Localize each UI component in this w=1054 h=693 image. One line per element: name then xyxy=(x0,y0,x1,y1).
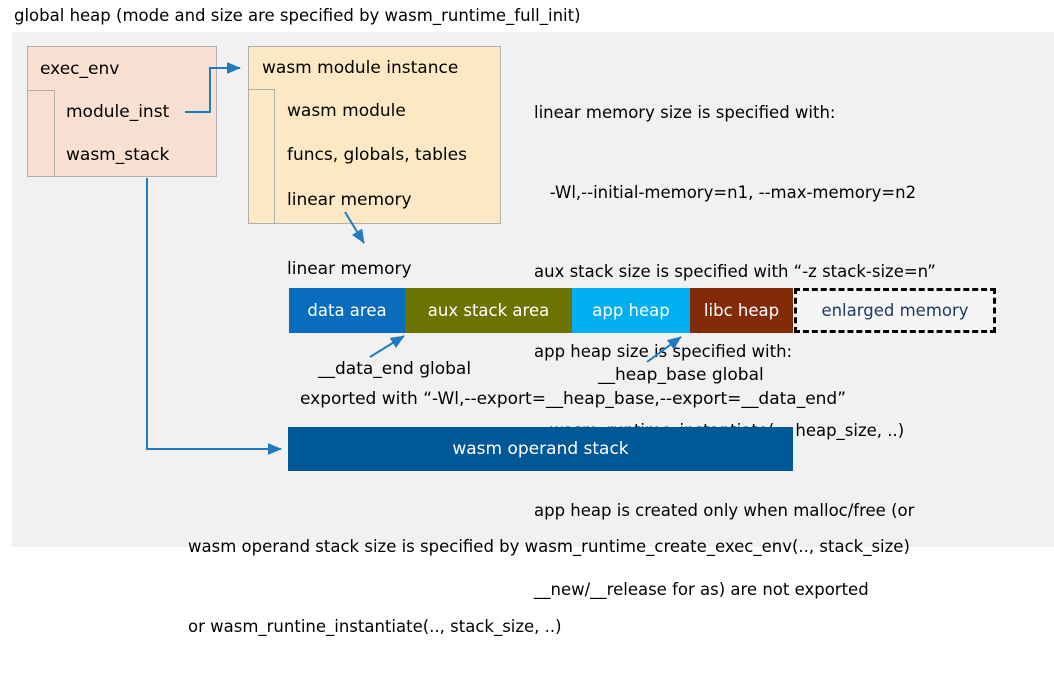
exec-env-row-wasm-stack[interactable]: wasm_stack xyxy=(54,133,217,177)
memory-segment-enlarged-memory-label: enlarged memory xyxy=(821,301,969,320)
linear-memory-caption: linear memory xyxy=(287,259,412,279)
note-line-1: linear memory size is specified with: xyxy=(534,103,836,122)
memory-segment-data-area[interactable]: data area xyxy=(289,288,405,333)
linear-memory-row-label: linear memory xyxy=(287,190,412,210)
memory-segment-libc-heap[interactable]: libc heap xyxy=(690,288,793,333)
exec-env-group: exec_env module_inst wasm_stack xyxy=(27,46,217,177)
memory-segment-data-area-label: data area xyxy=(307,301,387,320)
wasm-operand-stack-box[interactable]: wasm operand stack xyxy=(288,427,793,471)
diagram-canvas: global heap (mode and size are specified… xyxy=(12,6,1054,636)
wasm-module-instance-group: wasm module instance wasm module funcs, … xyxy=(248,46,501,224)
module-instance-row-linear-memory[interactable]: linear memory xyxy=(274,177,501,224)
memory-segment-app-heap-label: app heap xyxy=(592,301,670,320)
note-line-3: aux stack size is specified with “-z sta… xyxy=(534,262,936,281)
memory-segment-enlarged-memory[interactable]: enlarged memory xyxy=(794,288,996,333)
note-line-4: app heap size is specified with: xyxy=(534,341,793,361)
page-title: global heap (mode and size are specified… xyxy=(14,6,581,25)
module-inst-label: module_inst xyxy=(66,101,170,122)
wasm-module-label: wasm module xyxy=(287,101,406,121)
memory-segment-aux-stack-area-label: aux stack area xyxy=(427,301,550,320)
linear-memory-bar: data area aux stack area app heap libc h… xyxy=(289,288,996,333)
module-instance-label: wasm module instance xyxy=(262,58,459,78)
operand-stack-note-line-2: or wasm_runtine_instantiate(.., stack_si… xyxy=(188,616,562,636)
data-end-annotation: __data_end global xyxy=(318,359,472,379)
exported-globals-annotation: exported with “-Wl,--export=__heap_base,… xyxy=(300,389,847,409)
memory-segment-app-heap[interactable]: app heap xyxy=(572,288,690,333)
heap-base-annotation: __heap_base global xyxy=(598,365,764,385)
exec-env-row-module-inst[interactable]: module_inst xyxy=(54,90,217,134)
wasm-operand-stack-label: wasm operand stack xyxy=(452,439,629,459)
operand-stack-note-line-1: wasm operand stack size is specified by … xyxy=(188,537,910,556)
memory-segment-aux-stack-area[interactable]: aux stack area xyxy=(405,288,572,333)
operand-stack-notes: wasm operand stack size is specified by … xyxy=(188,481,910,693)
wasm-stack-label: wasm_stack xyxy=(66,144,170,165)
exec-env-label: exec_env xyxy=(40,58,120,79)
exec-env-header[interactable]: exec_env xyxy=(27,46,217,91)
module-instance-row-wasm-module[interactable]: wasm module xyxy=(274,89,501,134)
memory-segment-libc-heap-label: libc heap xyxy=(703,301,780,320)
module-instance-header[interactable]: wasm module instance xyxy=(248,46,501,90)
note-line-2: -Wl,--initial-memory=n1, --max-memory=n2 xyxy=(534,182,917,202)
funcs-globals-tables-label: funcs, globals, tables xyxy=(287,145,467,165)
module-instance-row-funcs-globals-tables[interactable]: funcs, globals, tables xyxy=(274,133,501,178)
note-line-6: app heap is created only when malloc/fre… xyxy=(534,500,915,520)
